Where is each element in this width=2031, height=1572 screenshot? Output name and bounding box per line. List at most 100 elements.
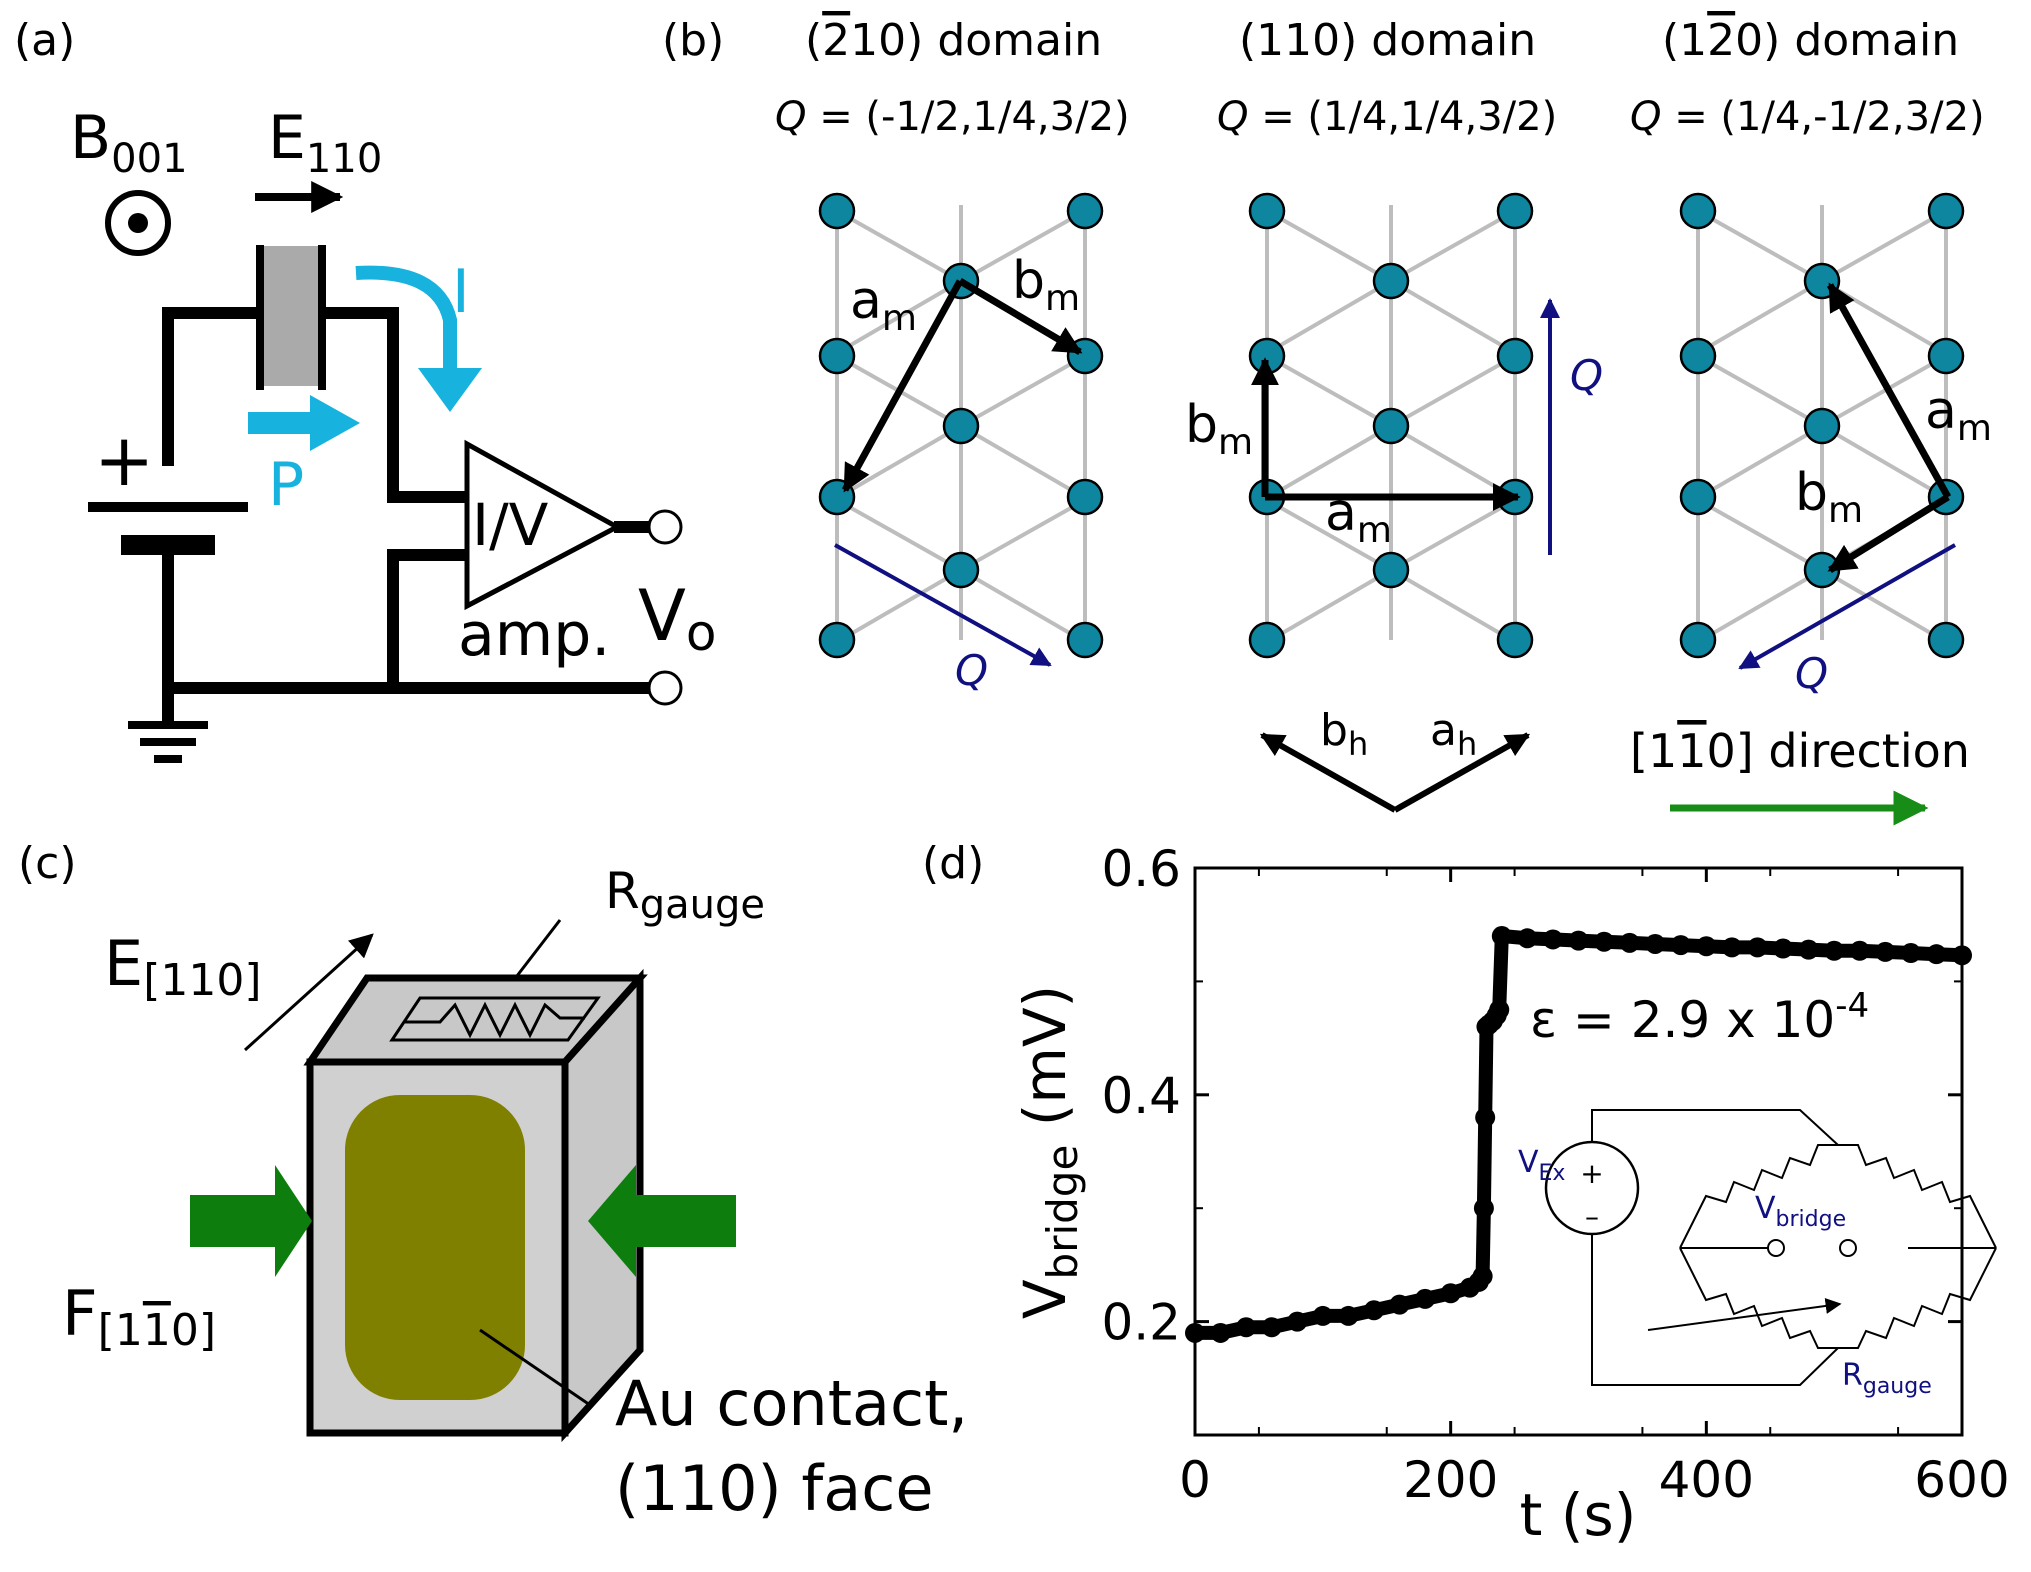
force-label: F[110] [62, 1277, 216, 1356]
bond-diagonal [1821, 209, 1947, 283]
force-arrow-right [588, 1165, 736, 1277]
amplifier-icon [464, 439, 623, 611]
battery-icon [88, 502, 248, 555]
b-field-label: B001 [70, 103, 188, 182]
bond-diagonal [1265, 279, 1393, 355]
panel-b: (b) (210) domain Q = (-1/2,1/4,3/2) (110… [662, 15, 1992, 826]
bond-diagonal [1696, 568, 1824, 644]
domain-title-2: (110) domain [1239, 15, 1536, 66]
data-point [1389, 1294, 1410, 1315]
bond-diagonal [1697, 209, 1823, 283]
domain-q-2: Q = (1/4,1/4,3/2) [1217, 94, 1557, 140]
atom [1496, 621, 1534, 659]
e-field-label: E110 [268, 103, 382, 182]
bond-diagonal [1389, 568, 1517, 644]
atom [818, 192, 856, 230]
data-point [1798, 939, 1819, 960]
current-arrow [355, 265, 457, 375]
atom [1066, 621, 1104, 659]
chart-series [1185, 926, 1972, 1343]
data-point [1645, 933, 1666, 954]
direction-label: [110] direction [1630, 724, 1970, 778]
data-point [1670, 935, 1691, 956]
domain-q-3: Q = (1/4,-1/2,3/2) [1630, 94, 1985, 140]
bond-diagonal [1390, 354, 1516, 428]
lattice-domain-3 [1679, 192, 1965, 659]
circuit-wires [162, 307, 656, 726]
atom [818, 337, 856, 375]
output-terminal-top [647, 509, 683, 545]
x-tick-label: 600 [1914, 1451, 2009, 1509]
bh-label: bh [1320, 705, 1368, 763]
strain-annotation: ε = 2.9 x 10-4 [1530, 986, 1869, 1049]
panel-b-label: (b) [662, 15, 724, 66]
bond-diagonal [1266, 498, 1392, 572]
data-point [1236, 1317, 1257, 1338]
q-label-3: Q [1795, 649, 1828, 698]
q-label-2: Q [1570, 351, 1603, 400]
atom [1248, 621, 1286, 659]
plot-frame [1193, 866, 1964, 1437]
bond-diagonal [1265, 424, 1393, 500]
bond-diagonal [1390, 498, 1516, 572]
atom [1803, 407, 1841, 445]
vex-label: VEx [1518, 1145, 1565, 1186]
am-vector-3 [1826, 282, 1952, 499]
bond-diagonal [960, 354, 1086, 428]
ah-vector [1393, 732, 1531, 813]
sample-capacitor [256, 245, 326, 390]
data-point [1287, 1311, 1308, 1332]
force-arrow-left [190, 1165, 312, 1277]
data-point [1338, 1305, 1359, 1326]
rgauge-leader [508, 919, 562, 986]
data-point [1185, 1322, 1205, 1343]
lattice-domain-1 [818, 192, 1104, 659]
data-point [1415, 1288, 1436, 1309]
data-point [1952, 945, 1972, 966]
e110-label: E[110] [104, 927, 262, 1006]
q-label-1: Q [955, 646, 988, 695]
au-contact [345, 1095, 525, 1400]
atom [1679, 478, 1717, 516]
data-point [1619, 932, 1640, 953]
data-point [1875, 941, 1896, 962]
bond-diagonal [1821, 354, 1947, 428]
atom [1066, 192, 1104, 230]
y-tick-label: 0.2 [1101, 1294, 1181, 1352]
bond-diagonal [836, 209, 962, 283]
x-tick-label: 200 [1403, 1451, 1498, 1509]
atom [1927, 621, 1965, 659]
am-label-2: am [1325, 483, 1392, 551]
amplifier-symbol: I/V [472, 491, 549, 559]
data-point [1542, 929, 1563, 950]
e110-arrow [243, 933, 374, 1052]
bond-diagonal [835, 424, 963, 500]
bm-vector-1 [958, 277, 1083, 356]
current-label: I [452, 257, 470, 327]
battery-plus-label: + [94, 418, 154, 502]
q-vector-1 [834, 543, 1052, 667]
field-out-of-page-icon [105, 190, 171, 256]
data-point [1491, 926, 1512, 947]
domain-title-3: (120) domain [1662, 15, 1959, 66]
am-vector-1 [841, 279, 964, 493]
bh-vector [1259, 732, 1397, 813]
panel-d-label: (d) [922, 838, 984, 889]
am-label-3: am [1925, 381, 1992, 449]
rgauge-label: Rgauge [605, 862, 765, 928]
bond-diagonal [1266, 209, 1392, 283]
ah-label: ah [1430, 705, 1477, 763]
bond-diagonal [1389, 279, 1517, 355]
bond-diagonal [1696, 279, 1824, 355]
bm-vector-3 [1827, 494, 1950, 573]
output-voltage-label: Vo [638, 575, 716, 662]
contact-label-line1: Au contact, [615, 1367, 968, 1440]
atom [1372, 551, 1410, 589]
amplifier-caption: amp. [458, 600, 610, 670]
data-point [1472, 1266, 1493, 1287]
ground-icon [128, 721, 208, 763]
atom [1927, 337, 1965, 375]
bond-diagonal [835, 568, 963, 644]
output-terminal-bottom [647, 670, 683, 706]
